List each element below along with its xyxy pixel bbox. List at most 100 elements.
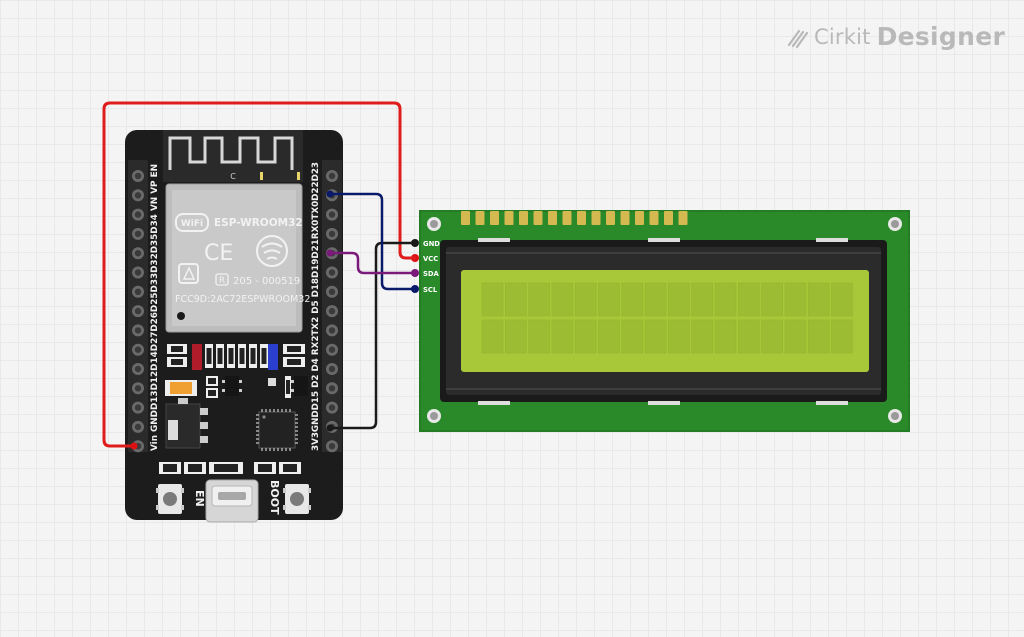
module-title: ESP-WROOM32 <box>214 217 303 229</box>
left-pin-header <box>128 160 148 453</box>
lcd-1602-module[interactable]: GND VCC SDA SCL <box>411 210 910 432</box>
wifi-badge: WiFi <box>181 219 203 229</box>
header-pad <box>504 211 514 225</box>
right-pin-header <box>322 160 342 453</box>
header-pad <box>635 211 644 225</box>
header-pin[interactable] <box>326 401 338 414</box>
lcd-cell <box>807 282 830 317</box>
header-pin[interactable] <box>132 227 144 240</box>
mounting-holes <box>427 217 902 423</box>
wires <box>102 101 417 450</box>
lcd-cell <box>668 282 690 317</box>
lcd-cell <box>574 282 597 317</box>
lcd-cell <box>737 282 760 317</box>
lcd-cell <box>551 319 574 354</box>
boot-label: BOOT <box>268 480 281 515</box>
lcd-cell <box>528 282 550 317</box>
lcd-cell <box>737 319 760 354</box>
header-pin[interactable] <box>132 420 144 433</box>
wire-vcc[interactable] <box>102 101 417 448</box>
lcd-cell <box>831 282 853 317</box>
wireless-logo-icon <box>256 235 288 267</box>
lcd-cell <box>761 319 783 354</box>
header-pad <box>649 211 659 225</box>
right-pin-labels: 3V3GNDD15 D2 D4 RX2TX2 D5 D18D19D21RX0TX… <box>311 162 321 451</box>
header-pin[interactable] <box>132 343 144 356</box>
header-pin[interactable] <box>326 382 338 395</box>
header-pad <box>577 211 586 225</box>
product-name: Designer <box>876 22 1006 51</box>
header-pin[interactable] <box>326 305 338 318</box>
lcd-cell <box>481 282 504 317</box>
header-pin[interactable] <box>326 363 338 375</box>
lcd-cell <box>574 319 597 354</box>
wire-sda[interactable] <box>328 251 417 275</box>
pin-label-sda: SDA <box>423 270 440 278</box>
header-pad <box>490 211 499 225</box>
header-pad <box>664 211 673 225</box>
lcd-cell <box>761 282 783 317</box>
lcd-cell <box>621 319 644 354</box>
r-mark: R <box>219 276 225 286</box>
lcd-cell <box>714 282 737 317</box>
lcd-cell <box>691 282 714 317</box>
header-pin[interactable] <box>132 247 144 260</box>
header-pin[interactable] <box>132 208 144 221</box>
antenna-trace-icon <box>168 136 294 170</box>
header-pin[interactable] <box>132 170 144 182</box>
header-pin[interactable] <box>132 189 144 202</box>
header-pin[interactable] <box>326 285 338 298</box>
wifi-logo-icon <box>175 213 209 232</box>
lcd-cell <box>691 319 714 354</box>
header-pin[interactable] <box>132 285 144 298</box>
lcd-cell <box>504 319 527 354</box>
lcd-cell <box>598 319 620 354</box>
lcd-cell <box>807 319 830 354</box>
header-pin[interactable] <box>326 324 338 337</box>
header-pin[interactable] <box>132 382 144 395</box>
header-pin[interactable] <box>326 170 338 182</box>
lcd-character-cells <box>481 282 853 354</box>
pin1-dot <box>177 312 185 320</box>
header-pin[interactable] <box>132 324 144 337</box>
pin-label-gnd: GND <box>423 240 440 248</box>
header-pin[interactable] <box>132 266 144 279</box>
header-pin[interactable] <box>132 401 144 414</box>
lcd-cell <box>784 319 807 354</box>
lcd-cell <box>621 282 644 317</box>
header-pad <box>606 211 615 225</box>
header-pin[interactable] <box>326 343 338 356</box>
header-pin[interactable] <box>326 227 338 240</box>
en-button[interactable] <box>156 484 184 514</box>
lcd-cell <box>784 282 807 317</box>
cirkit-logo-icon <box>787 29 809 48</box>
header-pad <box>591 211 601 225</box>
brand-name: Cirkit <box>814 24 871 49</box>
header-pin[interactable] <box>132 363 144 375</box>
lcd-cell <box>644 282 667 317</box>
micro-usb-port <box>205 479 259 523</box>
boot-button[interactable] <box>283 484 311 514</box>
header-pad <box>562 211 572 225</box>
header-pin[interactable] <box>326 208 338 221</box>
esp32-board[interactable]: C WiFi ESP-WROOM32 CE R 205 - 000519 FCC… <box>125 130 343 523</box>
wire-scl[interactable] <box>328 192 417 291</box>
recycle-mark-icon <box>178 263 199 284</box>
lcd-cell <box>598 282 620 317</box>
cirkit-designer-watermark: Cirkit Designer <box>786 22 1005 51</box>
lcd-cell <box>528 319 550 354</box>
wire-gnd[interactable] <box>328 241 417 430</box>
header-pad <box>548 211 557 225</box>
lcd-cell <box>551 282 574 317</box>
pin-label-scl: SCL <box>423 286 438 294</box>
header-pin[interactable] <box>132 305 144 318</box>
header-pin[interactable] <box>326 440 338 453</box>
left-pin-labels: Vin GNDD13D12D14D27D26D25D33D32D35D34 VN… <box>150 164 160 451</box>
ce-mark: CE <box>204 241 233 266</box>
pin-label-vcc: VCC <box>423 255 438 263</box>
header-pin[interactable] <box>326 266 338 279</box>
lcd-cell <box>644 319 667 354</box>
antenna-letter: C <box>230 172 236 181</box>
lcd-cell <box>481 319 504 354</box>
